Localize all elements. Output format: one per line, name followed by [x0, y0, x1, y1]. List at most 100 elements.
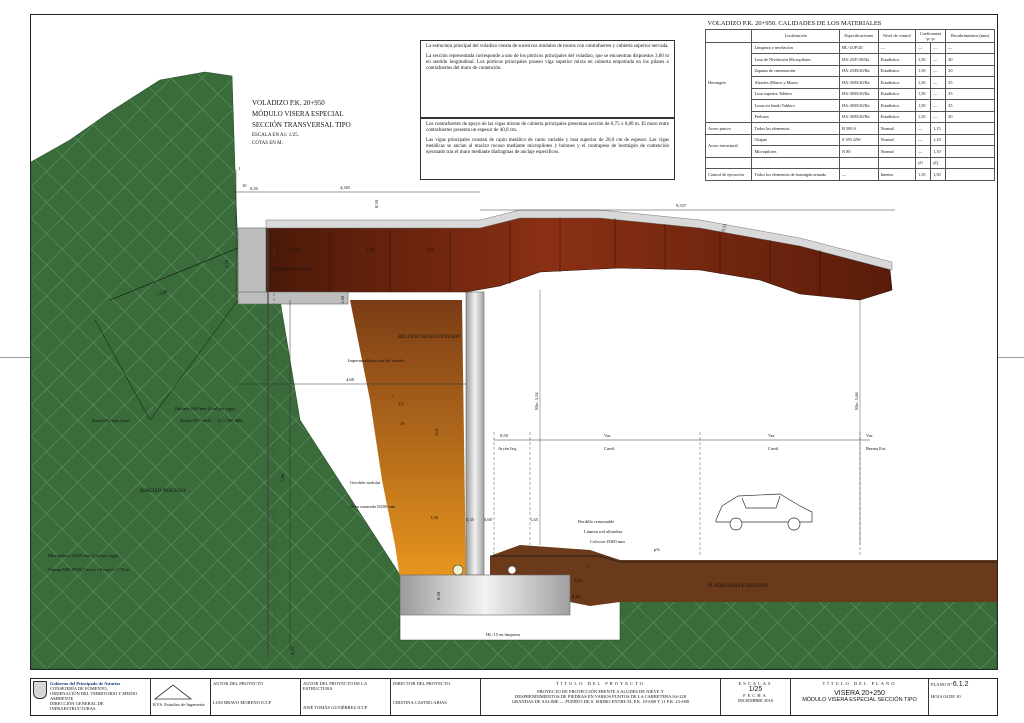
note-2: La sección representada corresponde a un…	[426, 54, 669, 71]
mat-cell: Chapas	[751, 133, 840, 146]
mat-cell: —	[915, 145, 932, 158]
label-fy: fy ≥ 500 MPa	[218, 418, 243, 423]
label-camisa: Camisa N80 Ø139,7 mm e =8 mm L=7,70 m	[48, 567, 130, 573]
materials-table: VOLADIZO P.K. 20+950. CALIDADES DE LOS M…	[704, 18, 995, 181]
label-bulones: Bulones Ø40 mm (2 ud por viga)	[175, 406, 235, 411]
mat-group-hormigon: Hormigón	[704, 41, 753, 123]
drawing-sheet	[30, 14, 998, 670]
cantilever-beam	[265, 217, 893, 301]
car-outline	[715, 493, 813, 531]
mat-cell: B 500 S	[839, 122, 879, 135]
mat-cell: Todos los elementos	[751, 122, 840, 135]
label-var-1: Var.	[604, 433, 611, 438]
mat-cell: 1,50	[930, 168, 947, 181]
mat-cell: 1,10	[930, 145, 947, 158]
fold-mark-right	[998, 357, 1024, 358]
label-geodren: Geodrén nodular	[350, 480, 381, 485]
dim-1c: 1	[586, 564, 588, 569]
label-bordillo: Bordillo remontable	[578, 519, 614, 524]
mat-cell: HA-30/B/20/IIa	[839, 87, 879, 100]
mat-cell: —	[839, 168, 879, 181]
existing-platform	[490, 545, 997, 606]
label-colector: Colector Ø300 mm	[590, 539, 625, 544]
tb-scale-date: ESCALAS 1/25 FECHA DICIEMBRE 2016	[721, 679, 791, 715]
materials-title: VOLADIZO P.K. 20+950. CALIDADES DE LOS M…	[705, 18, 995, 30]
mat-cell: —	[915, 122, 932, 135]
backfill	[350, 300, 466, 578]
tb-plan-title: TÍTULO DEL PLANO VISERA 20+250 MÓDULO VI…	[791, 679, 929, 715]
mat-cell: —	[930, 110, 947, 123]
tb-gov3: ORDENACIÓN DEL TERRITORIO Y MEDIO AMBIEN…	[50, 691, 138, 701]
tb-escala-h: ESCALAS	[738, 681, 773, 686]
mat-cell: Limpieza y nivelación	[751, 41, 840, 54]
dim-468: 4,68	[346, 377, 355, 383]
drawing-units: COTAS EN M.	[252, 141, 283, 146]
label-relleno: RELLENO SELECCIONADO	[398, 335, 461, 340]
mat-cell: 1,50	[915, 76, 932, 89]
label-arcen: Arcén Izq.	[498, 446, 517, 451]
label-barra: Barra Ø32 tipo Gewi	[92, 418, 131, 423]
label-impermeabilizacion: Impermeabilización del trasdós	[348, 358, 405, 363]
mat-header-coef: Coeficientes	[919, 30, 942, 36]
mat-cell: Micropilotes	[751, 145, 840, 158]
mat-cell: —	[930, 87, 947, 100]
label-var-2: Var.	[768, 433, 775, 438]
tb-gov2: CONSEJERÍA DE FOMENTO,	[50, 686, 108, 691]
mat-cell: Normal	[877, 122, 917, 135]
dim-10b: 10	[400, 421, 405, 426]
fold-mark-left	[0, 357, 30, 358]
dim-150d: 1,50	[340, 295, 346, 304]
title-block: Gobierno del Principado de Asturias CONS…	[30, 678, 998, 716]
dim-150b: 1,50	[366, 247, 375, 253]
dim-1: 1	[238, 166, 240, 171]
label-dren: Dren ranurado Ø200 mm	[350, 504, 396, 509]
mat-cell: 1,10	[930, 133, 947, 146]
mat-cell: 50	[945, 64, 995, 77]
label-hl15: HL-15 en limpieza	[486, 632, 520, 637]
tb-proj-h: TÍTULO DEL PROYECTO	[556, 681, 645, 686]
mat-cell: 1,35	[915, 168, 932, 181]
mat-cell: Normal	[877, 145, 917, 158]
mat-cell: 35	[945, 76, 995, 89]
tb-proj-3: GRANDAS DE SALIME — PUERTO DE S. ISIDRO …	[511, 699, 690, 704]
mat-coef-gc: γc	[926, 35, 931, 41]
mat-cell: HA-25/F/20/IIa	[839, 53, 879, 66]
engineering-logo-icon	[153, 684, 193, 700]
mat-cell: 1,50	[915, 110, 932, 123]
label-tesado: Tesado N= 10kN	[180, 418, 211, 423]
tb-dir-h: AUTOR DEL PROYECTO DE LA ESTRUCTURA	[303, 681, 367, 691]
mat-cell: Estadístico	[877, 76, 917, 89]
dim-15: 1,5	[398, 401, 404, 407]
dim-175: 1,75	[224, 259, 230, 268]
tb-fecha-h: FECHA	[743, 693, 768, 698]
mat-cell: Estadístico	[877, 110, 917, 123]
mat-coef-gs: γs	[931, 35, 935, 41]
dim-030b: 0,30	[572, 594, 581, 600]
tb-num-h: PLANO Nº	[931, 682, 952, 687]
mat-cell: —	[945, 41, 995, 54]
mat-cell: HA-25/B/20/IIa	[839, 64, 879, 77]
mat-cell: Estadístico	[877, 87, 917, 100]
mat-cell: HA-30/B/20/IIa	[839, 110, 879, 123]
mat-cell: —	[930, 53, 947, 66]
mat-cell: Zapatas de cimentación	[751, 64, 840, 77]
mat-cell: —	[930, 64, 947, 77]
drawing-scale: ESCALA EN A1: 1/25.	[252, 133, 299, 138]
notes-box-2: Los contrafuertes de apoyo de las vigas …	[420, 118, 675, 180]
label-min-568: Mín. 5,68	[854, 392, 860, 410]
label-berma: Berma Ext.	[866, 446, 887, 451]
dim-150a: 1,50	[292, 247, 301, 253]
mat-header-loc: Localización	[751, 28, 840, 43]
mat-group-ejecucion: Control de ejecución	[704, 168, 753, 181]
mat-cell: HA-40/B/20/IIa	[839, 99, 879, 112]
dim-150c: 1,50	[426, 247, 435, 253]
mat-cell: 1,50	[915, 53, 932, 66]
label-micropilotes: Micropilotes Ø229 mm (2 ud por viga)	[48, 553, 119, 558]
mat-cell: 1,15	[930, 122, 947, 135]
mat-cell: Prelosas	[751, 110, 840, 123]
dim-1b: 1	[392, 394, 394, 399]
mat-cell: 1,50	[915, 99, 932, 112]
mat-cell: Todos los elementos de hormigón armado	[751, 168, 840, 181]
tb-author: AUTOR DEL PROYECTO LUIS BRAVO MORENO ICC…	[211, 679, 301, 715]
mat-cell: 1,50	[915, 64, 932, 77]
